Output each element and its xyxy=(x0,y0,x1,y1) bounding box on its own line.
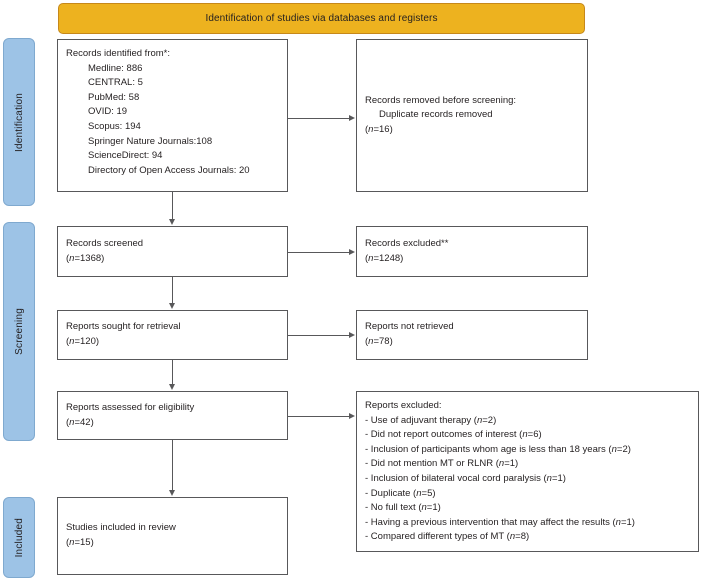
box-records-excluded: Records excluded** (n=1248) xyxy=(356,226,588,277)
arrowhead-sought-to-assessed xyxy=(168,384,175,390)
arrowhead-identified-to-screened xyxy=(168,219,175,225)
box-reports-excluded: Reports excluded: - Use of adjuvant ther… xyxy=(356,391,699,552)
source-pubmed: PubMed: 58 xyxy=(88,91,140,103)
reports-not-retrieved-title: Reports not retrieved xyxy=(365,321,454,333)
exclusion-reason-adjuvant-therapy: - Use of adjuvant therapy (n=2) xyxy=(365,414,497,426)
connector-screened-to-sought xyxy=(172,277,173,304)
connector-sought-to-assessed xyxy=(172,360,173,385)
exclusion-reason-compared-mt-types: - Compared different types of MT (n=8) xyxy=(365,531,530,543)
box-records-identified: Records identified from*: Medline: 886 C… xyxy=(57,39,288,192)
exclusion-reason-no-outcomes: - Did not report outcomes of interest (n… xyxy=(365,429,542,441)
arrowhead-identified-to-removed xyxy=(349,114,355,121)
arrowhead-assessed-to-excluded xyxy=(349,412,355,419)
connector-screened-to-excluded xyxy=(288,252,349,253)
source-sciencedirect: ScienceDirect: 94 xyxy=(88,150,163,162)
box-studies-included: Studies included in review (n=15) xyxy=(57,497,288,575)
box-reports-not-retrieved: Reports not retrieved (n=78) xyxy=(356,310,588,360)
records-identified-title: Records identified from*: xyxy=(66,48,171,59)
stage-label-identification-text: Identification xyxy=(13,92,25,152)
connector-sought-to-not-retrieved xyxy=(288,335,349,336)
connector-assessed-to-excluded xyxy=(288,416,349,417)
arrowhead-screened-to-sought xyxy=(168,303,175,309)
reports-assessed-title: Reports assessed for eligibility xyxy=(66,401,195,413)
exclusion-reason-previous-intervention: - Having a previous intervention that ma… xyxy=(365,516,635,528)
source-medline: Medline: 886 xyxy=(88,62,143,74)
box-reports-assessed: Reports assessed for eligibility (n=42) xyxy=(57,391,288,440)
connector-assessed-to-included xyxy=(172,440,173,491)
box-reports-sought: Reports sought for retrieval (n=120) xyxy=(57,310,288,360)
arrowhead-assessed-to-included xyxy=(168,490,175,496)
reports-sought-title: Reports sought for retrieval xyxy=(66,321,181,333)
arrowhead-sought-to-not-retrieved xyxy=(349,331,355,338)
source-central: CENTRAL: 5 xyxy=(88,77,143,89)
exclusion-reason-no-full-text: - No full text (n=1) xyxy=(365,502,441,514)
reports-not-retrieved-count: (n=78) xyxy=(365,336,393,347)
records-removed-title: Records removed before screening: xyxy=(365,94,517,106)
source-ovid: OVID: 19 xyxy=(88,106,128,118)
exclusion-reason-bilateral-paralysis: - Inclusion of bilateral vocal cord para… xyxy=(365,472,566,484)
phase-banner-identification: Identification of studies via databases … xyxy=(58,3,585,34)
source-doaj: Directory of Open Access Journals: 20 xyxy=(88,164,250,176)
exclusion-reason-duplicate: - Duplicate (n=5) xyxy=(365,487,436,499)
arrowhead-screened-to-excluded xyxy=(349,248,355,255)
box-records-removed: Records removed before screening: Duplic… xyxy=(356,39,588,192)
stage-label-screening: Screening xyxy=(3,222,35,441)
exclusion-reason-age-under-18: - Inclusion of participants whom age is … xyxy=(365,443,631,455)
stage-label-included: Included xyxy=(3,497,35,578)
stage-label-identification: Identification xyxy=(3,38,35,206)
source-scopus: Scopus: 194 xyxy=(88,120,141,132)
studies-included-count: (n=15) xyxy=(66,537,94,548)
studies-included-title: Studies included in review xyxy=(66,522,176,534)
source-springer-nature-journals: Springer Nature Journals:108 xyxy=(88,135,213,147)
records-excluded-count: (n=1248) xyxy=(365,252,404,264)
stage-label-screening-text: Screening xyxy=(13,308,25,355)
connector-identified-to-screened xyxy=(172,192,173,220)
records-removed-detail: Duplicate records removed xyxy=(379,109,493,121)
stage-label-included-text: Included xyxy=(13,517,25,558)
records-removed-count: (n=16) xyxy=(365,123,393,135)
exclusion-reason-no-mt-or-rlnr: - Did not mention MT or RLNR (n=1) xyxy=(365,458,519,470)
reports-assessed-count: (n=42) xyxy=(66,416,94,428)
box-records-screened: Records screened (n=1368) xyxy=(57,226,288,277)
records-excluded-title: Records excluded** xyxy=(365,237,449,249)
records-screened-title: Records screened xyxy=(66,237,144,249)
connector-identified-to-removed xyxy=(288,118,349,119)
records-screened-count: (n=1368) xyxy=(66,252,105,264)
phase-banner-label: Identification of studies via databases … xyxy=(205,13,438,24)
reports-excluded-title: Reports excluded: xyxy=(365,400,442,411)
reports-sought-count: (n=120) xyxy=(66,336,100,347)
